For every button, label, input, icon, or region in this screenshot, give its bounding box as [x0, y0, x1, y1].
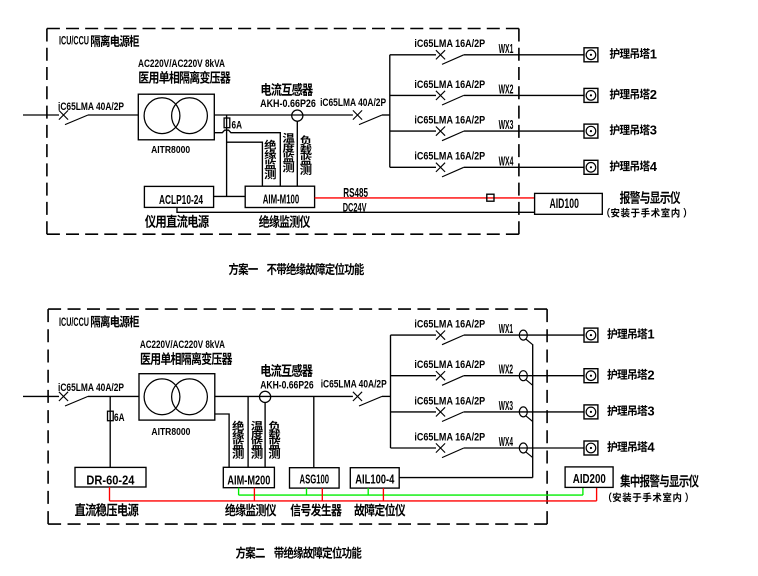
svg-text:RS485: RS485: [343, 185, 368, 200]
svg-text:iC65LMA 16A/2P: iC65LMA 16A/2P: [414, 115, 485, 127]
svg-text:AKH-0.66P26: AKH-0.66P26: [260, 98, 316, 110]
svg-text:DC24V: DC24V: [343, 201, 367, 215]
svg-text:WX2: WX2: [499, 363, 513, 377]
svg-text:2: 2: [650, 87, 657, 102]
svg-text:iC65LMA 16A/2P: iC65LMA 16A/2P: [414, 319, 485, 331]
svg-text:4: 4: [647, 440, 655, 455]
svg-text:ACLP10-24: ACLP10-24: [159, 192, 203, 207]
svg-text:6A: 6A: [114, 412, 125, 424]
svg-text:ICU/CCU: ICU/CCU: [59, 36, 89, 48]
svg-text:iC65LMA 16A/2P: iC65LMA 16A/2P: [414, 395, 485, 407]
svg-text:1: 1: [647, 327, 654, 342]
svg-text:iC65LMA 16A/2P: iC65LMA 16A/2P: [414, 151, 485, 163]
svg-text:3: 3: [647, 404, 654, 419]
svg-text:AIL100-4: AIL100-4: [355, 473, 394, 487]
svg-text:4: 4: [650, 159, 658, 174]
svg-text:WX1: WX1: [499, 322, 513, 336]
svg-text:AC220V/AC220V 8kVA: AC220V/AC220V 8kVA: [140, 339, 225, 351]
svg-text:AC220V/AC220V 8kVA: AC220V/AC220V 8kVA: [138, 58, 225, 70]
svg-text:ASG100: ASG100: [300, 473, 330, 487]
svg-text:iC65LMA 40A/2P: iC65LMA 40A/2P: [321, 378, 387, 390]
svg-text:2: 2: [647, 367, 654, 382]
svg-text:iC65LMA 16A/2P: iC65LMA 16A/2P: [414, 359, 485, 371]
svg-text:AITR8000: AITR8000: [151, 145, 190, 156]
svg-text:AIM-M200: AIM-M200: [227, 473, 270, 487]
svg-text:AID200: AID200: [573, 471, 606, 486]
svg-text:iC65LMA 16A/2P: iC65LMA 16A/2P: [414, 79, 485, 91]
svg-text:WX3: WX3: [499, 118, 514, 132]
svg-text:ICU/CCU: ICU/CCU: [59, 317, 89, 329]
svg-text:iC65LMA 16A/2P: iC65LMA 16A/2P: [414, 38, 485, 50]
svg-text:DR-60-24: DR-60-24: [86, 472, 135, 487]
svg-text:1: 1: [650, 46, 657, 61]
svg-text:WX3: WX3: [499, 399, 513, 413]
svg-text:6A: 6A: [232, 120, 243, 132]
svg-text:AIM-M100: AIM-M100: [263, 191, 300, 206]
svg-text:WX2: WX2: [499, 83, 514, 97]
svg-text:AITR8000: AITR8000: [151, 427, 190, 438]
svg-text:AKH-0.66P26: AKH-0.66P26: [260, 380, 313, 392]
svg-text:iC65LMA 40A/2P: iC65LMA 40A/2P: [58, 101, 124, 113]
svg-text:WX4: WX4: [499, 154, 514, 168]
svg-text:AID100: AID100: [550, 196, 579, 211]
svg-text:WX1: WX1: [499, 42, 514, 56]
svg-text:3: 3: [650, 123, 657, 138]
svg-text:iC65LMA 40A/2P: iC65LMA 40A/2P: [320, 97, 386, 109]
svg-text:WX4: WX4: [499, 435, 513, 449]
svg-text:iC65LMA 40A/2P: iC65LMA 40A/2P: [58, 382, 124, 394]
svg-text:iC65LMA 16A/2P: iC65LMA 16A/2P: [414, 431, 485, 443]
